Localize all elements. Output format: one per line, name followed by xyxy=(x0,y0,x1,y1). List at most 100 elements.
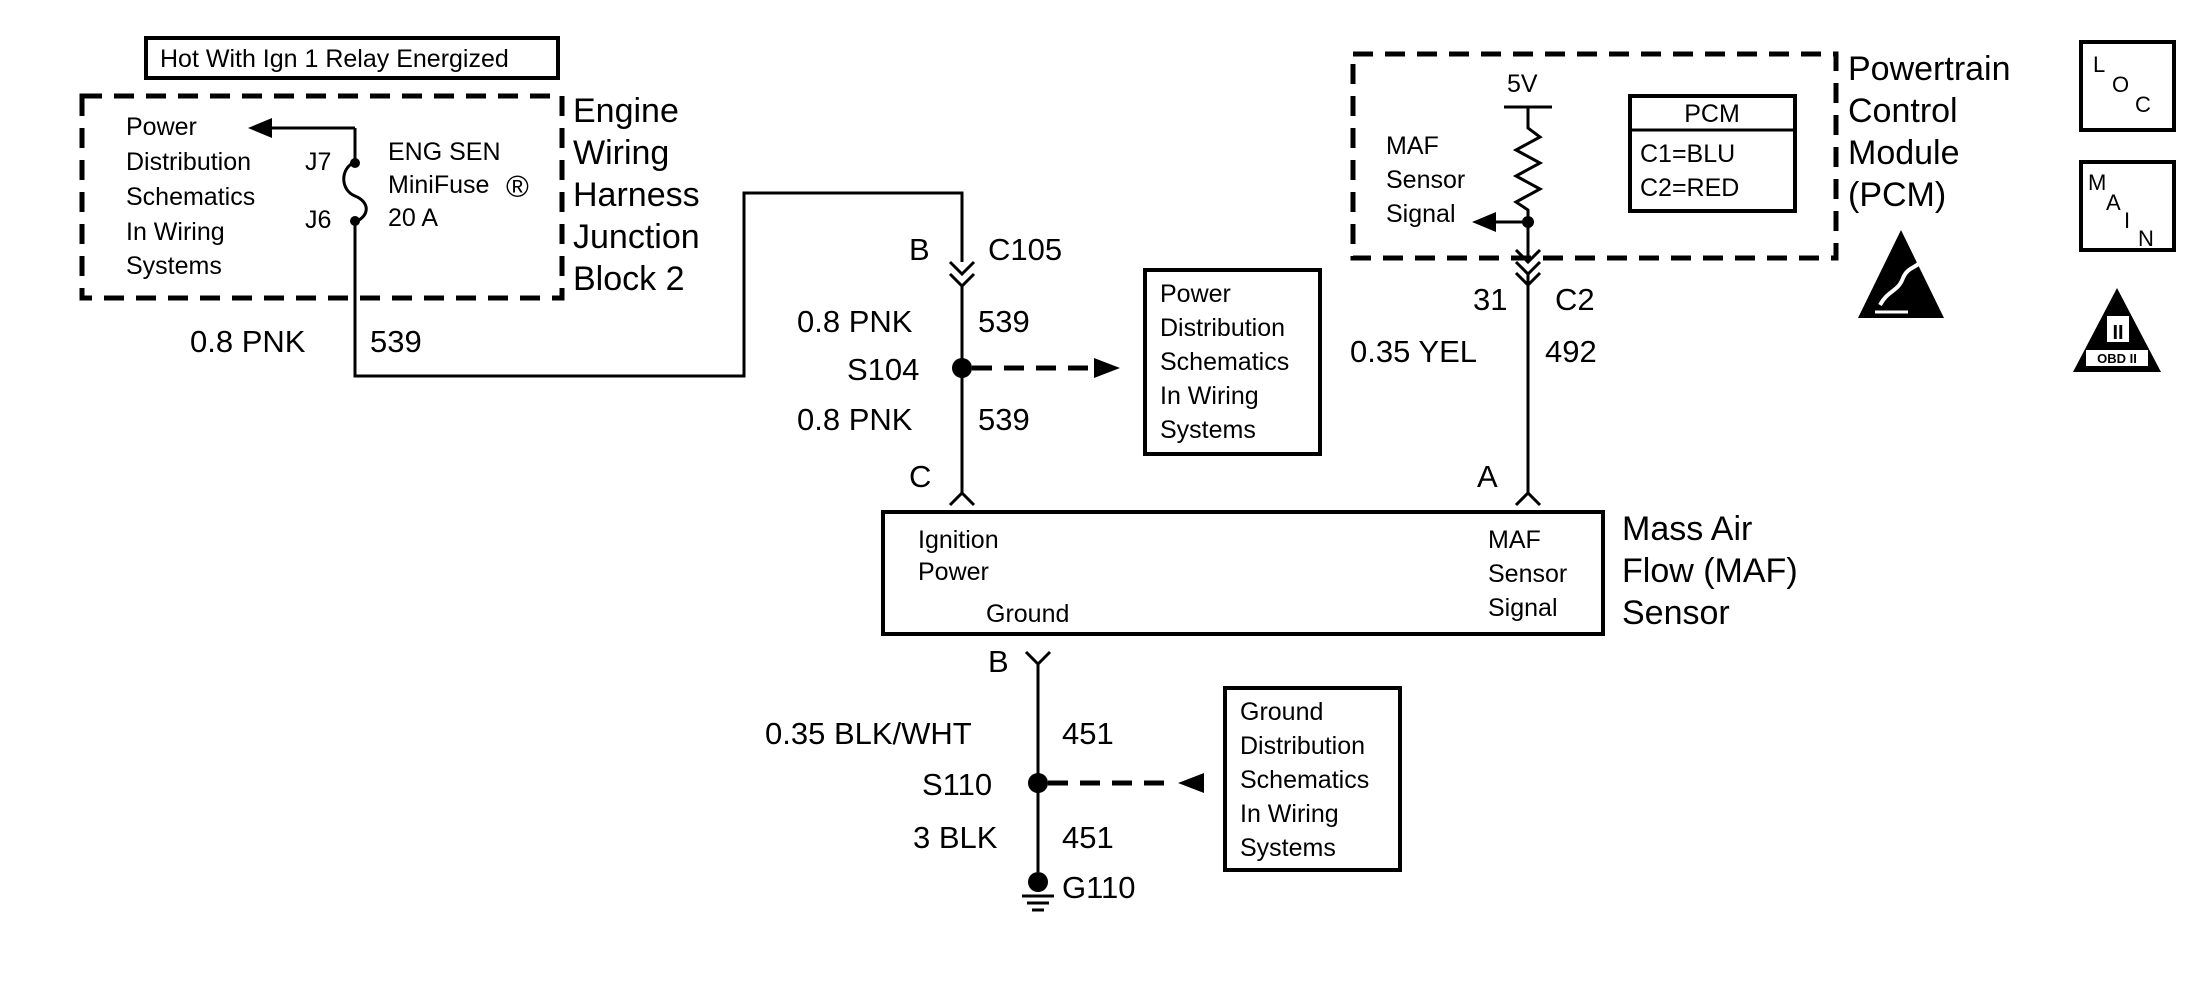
svg-text:ENG SEN: ENG SEN xyxy=(388,138,501,166)
splice-s110: S110 xyxy=(922,767,992,802)
pin-j7: J7 xyxy=(305,148,331,176)
pcm-voltage: 5V xyxy=(1507,70,1538,98)
svg-text:Sensor: Sensor xyxy=(1386,166,1465,194)
c105-bottom-pin: C xyxy=(909,459,931,494)
svg-text:Wiring: Wiring xyxy=(573,134,669,172)
splice-s104: S104 xyxy=(847,352,919,387)
svg-text:Distribution: Distribution xyxy=(1240,732,1365,760)
main-icon: M A I N xyxy=(2079,160,2176,252)
esd-warning-icon xyxy=(1858,230,1944,318)
svg-text:Distribution: Distribution xyxy=(126,148,251,176)
svg-text:In Wiring: In Wiring xyxy=(126,218,225,246)
pin-j6-dot xyxy=(350,216,360,226)
svg-text:In Wiring: In Wiring xyxy=(1160,382,1259,410)
loc-icon: L O C xyxy=(2079,40,2176,132)
maf-b-connector-symbol xyxy=(1024,650,1052,872)
svg-text:Engine: Engine xyxy=(573,92,679,130)
svg-text:II: II xyxy=(2112,322,2123,344)
svg-text:Flow (MAF): Flow (MAF) xyxy=(1622,552,1798,590)
svg-text:Schematics: Schematics xyxy=(1160,348,1289,376)
svg-text:Schematics: Schematics xyxy=(126,183,255,211)
ground-g110: G110 xyxy=(1062,870,1136,905)
svg-text:Power: Power xyxy=(918,558,989,586)
ground-ref-box-label: Ground Distribution Schematics In Wiring… xyxy=(1240,698,1369,862)
wire-5-gauge: 0.35 BLK/WHT xyxy=(765,716,972,751)
svg-text:Distribution: Distribution xyxy=(1160,314,1285,342)
wire-2-gauge: 0.8 PNK xyxy=(797,304,913,339)
svg-text:Systems: Systems xyxy=(1160,416,1256,444)
fuse-symbol xyxy=(342,128,964,378)
svg-text:MAF: MAF xyxy=(1386,132,1439,160)
pcm-boundary xyxy=(1350,51,1839,261)
svg-text:Control: Control xyxy=(1848,92,1958,130)
svg-text:Signal: Signal xyxy=(1386,200,1456,228)
svg-text:I: I xyxy=(2124,208,2130,233)
svg-text:N: N xyxy=(2138,226,2154,251)
pcm-signal-arrowhead xyxy=(1472,212,1496,232)
pin-j7-dot xyxy=(350,158,360,168)
svg-text:Mass Air: Mass Air xyxy=(1622,510,1752,548)
svg-text:20 A: 20 A xyxy=(388,204,438,232)
fuse-label: ENG SEN MiniFuse ® 20 A xyxy=(388,138,529,232)
obd-ii-icon: II OBD II xyxy=(2073,288,2161,372)
svg-text:O: O xyxy=(2112,72,2129,97)
wire-2-circuit: 539 xyxy=(978,304,1030,339)
pcm-label: Powertrain Control Module (PCM) xyxy=(1848,50,2011,214)
svg-text:Harness: Harness xyxy=(573,176,700,214)
svg-text:Signal: Signal xyxy=(1488,594,1558,622)
ground-ref-box xyxy=(1223,686,1402,872)
maf-sensor-box xyxy=(881,510,1605,636)
wire-1-circuit: 539 xyxy=(370,324,422,359)
svg-text:Power: Power xyxy=(1160,280,1231,308)
svg-text:Systems: Systems xyxy=(1240,834,1336,862)
ground-symbol xyxy=(1022,872,1054,912)
pcm-connector-table: PCM C1=BLU C2=RED xyxy=(1628,94,1797,213)
wire-4-gauge: 0.35 YEL xyxy=(1350,334,1477,369)
maf-pin-a: A xyxy=(1477,459,1498,494)
svg-text:MAF: MAF xyxy=(1488,526,1541,554)
svg-text:L: L xyxy=(2093,52,2105,77)
pcm-pin-31: 31 xyxy=(1473,282,1507,317)
splice-s104-dot xyxy=(952,358,972,378)
svg-text:Systems: Systems xyxy=(126,252,222,280)
svg-text:®: ® xyxy=(506,169,529,204)
wire-6-circuit: 451 xyxy=(1062,820,1114,855)
hot-label-box xyxy=(144,36,560,80)
hot-label: Hot With Ign 1 Relay Energized xyxy=(160,45,509,73)
power-ref-box xyxy=(1143,268,1322,456)
pcm-connector-c2: C2 xyxy=(1555,282,1595,317)
svg-text:Schematics: Schematics xyxy=(1240,766,1369,794)
c105-top-pin: B xyxy=(909,232,930,267)
svg-text:M: M xyxy=(2088,170,2106,195)
jb-power-ref: Power Distribution Schematics In Wiring … xyxy=(126,113,255,280)
svg-text:OBD II: OBD II xyxy=(2097,351,2137,366)
s110-ref-arrowhead xyxy=(1178,773,1204,793)
svg-text:(PCM): (PCM) xyxy=(1848,176,1946,214)
c105-name: C105 xyxy=(988,232,1062,267)
svg-text:Ignition: Ignition xyxy=(918,526,999,554)
svg-text:C1=BLU: C1=BLU xyxy=(1640,140,1735,168)
svg-text:C2=RED: C2=RED xyxy=(1640,174,1739,202)
svg-text:PCM: PCM xyxy=(1684,100,1740,128)
svg-text:In Wiring: In Wiring xyxy=(1240,800,1339,828)
wire-5-circuit: 451 xyxy=(1062,716,1114,751)
svg-text:MiniFuse: MiniFuse xyxy=(388,171,489,199)
maf-a-connector-symbol xyxy=(1514,490,1542,507)
svg-text:Sensor: Sensor xyxy=(1622,594,1730,632)
wire-1-gauge: 0.8 PNK xyxy=(190,324,306,359)
jb-power-arrowhead xyxy=(248,118,272,138)
wire-4-circuit: 492 xyxy=(1545,334,1597,369)
power-ref-box-label: Power Distribution Schematics In Wiring … xyxy=(1160,280,1289,444)
wire-pcm-maf xyxy=(1514,271,1542,493)
svg-text:Power: Power xyxy=(126,113,197,141)
maf-ground-label: Ground xyxy=(986,600,1069,628)
pcm-pullup-resistor xyxy=(1512,107,1544,260)
junction-block-boundary xyxy=(79,93,565,301)
svg-text:Junction: Junction xyxy=(573,218,700,256)
wire-6-gauge: 3 BLK xyxy=(913,820,998,855)
wire-3-circuit: 539 xyxy=(978,402,1030,437)
svg-text:Ground: Ground xyxy=(1240,698,1323,726)
svg-text:A: A xyxy=(2106,190,2121,215)
svg-text:Module: Module xyxy=(1848,134,1960,172)
